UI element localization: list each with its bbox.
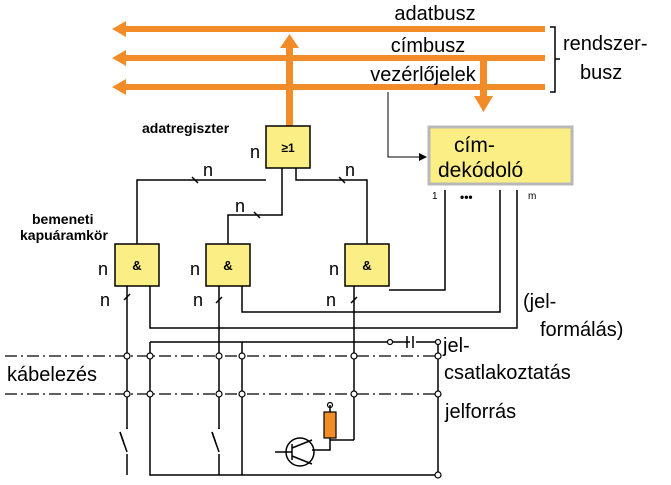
system-bus-label-2: busz <box>580 62 622 84</box>
and-gate-3-symbol: & <box>362 258 371 273</box>
shaping-label-2: formálás) <box>540 319 623 341</box>
out-width-2: n <box>193 290 203 310</box>
address-bus-label: címbusz <box>391 35 465 57</box>
decoder-output-m: m <box>528 191 536 202</box>
resistor <box>323 411 337 439</box>
system-bus-brace <box>550 26 560 93</box>
and-gate-1-symbol: & <box>132 258 141 273</box>
control-bus-arrow <box>112 79 545 95</box>
and-gate-1 <box>114 243 160 287</box>
transistor-icon <box>275 437 315 467</box>
data-register-label: adatregiszter <box>142 120 230 136</box>
out-width-1: n <box>100 290 110 310</box>
connection-label-1: jel- <box>442 335 470 357</box>
switch-blades <box>119 431 220 453</box>
gate-1-width: n <box>98 259 108 279</box>
gate-output-wires <box>123 286 358 475</box>
data-bus-arrow <box>112 21 545 37</box>
decoder-label-2: dekódoló <box>438 159 523 182</box>
resistor-wire <box>312 405 331 451</box>
or-gate-symbol: ≥1 <box>281 141 295 155</box>
and-gate-3 <box>344 243 390 287</box>
register-to-databus-link <box>280 34 299 127</box>
wire-width-1: n <box>203 160 213 180</box>
addressbus-to-decoder-link <box>474 58 493 112</box>
or-gate <box>265 125 311 169</box>
decoder-label-1: cím- <box>454 134 495 157</box>
gate-2-width: n <box>190 259 200 279</box>
cabling-label: kábelezés <box>7 364 97 386</box>
register-input-wires <box>136 168 368 244</box>
decoder-output-dots: ••• <box>460 190 473 204</box>
gate-3-width: n <box>329 259 339 279</box>
system-bus-label-1: rendszer- <box>563 33 647 55</box>
decoder-enable-lines <box>149 190 518 329</box>
and-gate-2-symbol: & <box>223 258 232 273</box>
connection-label-2: csatlakoztatás <box>444 362 571 384</box>
decoder-output-1: 1 <box>432 191 438 202</box>
or-gate-width-label: n <box>250 142 260 162</box>
data-bus-label: adatbusz <box>394 3 475 25</box>
common-lines <box>149 336 439 476</box>
source-label: jelforrás <box>444 401 516 423</box>
input-gate-label-2: kapuáramkör <box>20 227 108 243</box>
wire-width-2: n <box>235 196 245 216</box>
out-width-3: n <box>326 290 336 310</box>
switches <box>119 428 220 453</box>
connection-points <box>123 338 442 479</box>
control-signals-label: vezérlőjelek <box>370 64 477 86</box>
system-bus <box>112 21 545 95</box>
control-line <box>387 92 427 161</box>
address-bus-arrow <box>112 50 545 66</box>
input-gate-label-1: bemeneti <box>32 211 93 227</box>
wire-width-3: n <box>345 160 355 180</box>
and-gate-2 <box>205 243 251 287</box>
shaping-label-1: (jel- <box>523 291 556 313</box>
address-decoder <box>427 125 574 186</box>
